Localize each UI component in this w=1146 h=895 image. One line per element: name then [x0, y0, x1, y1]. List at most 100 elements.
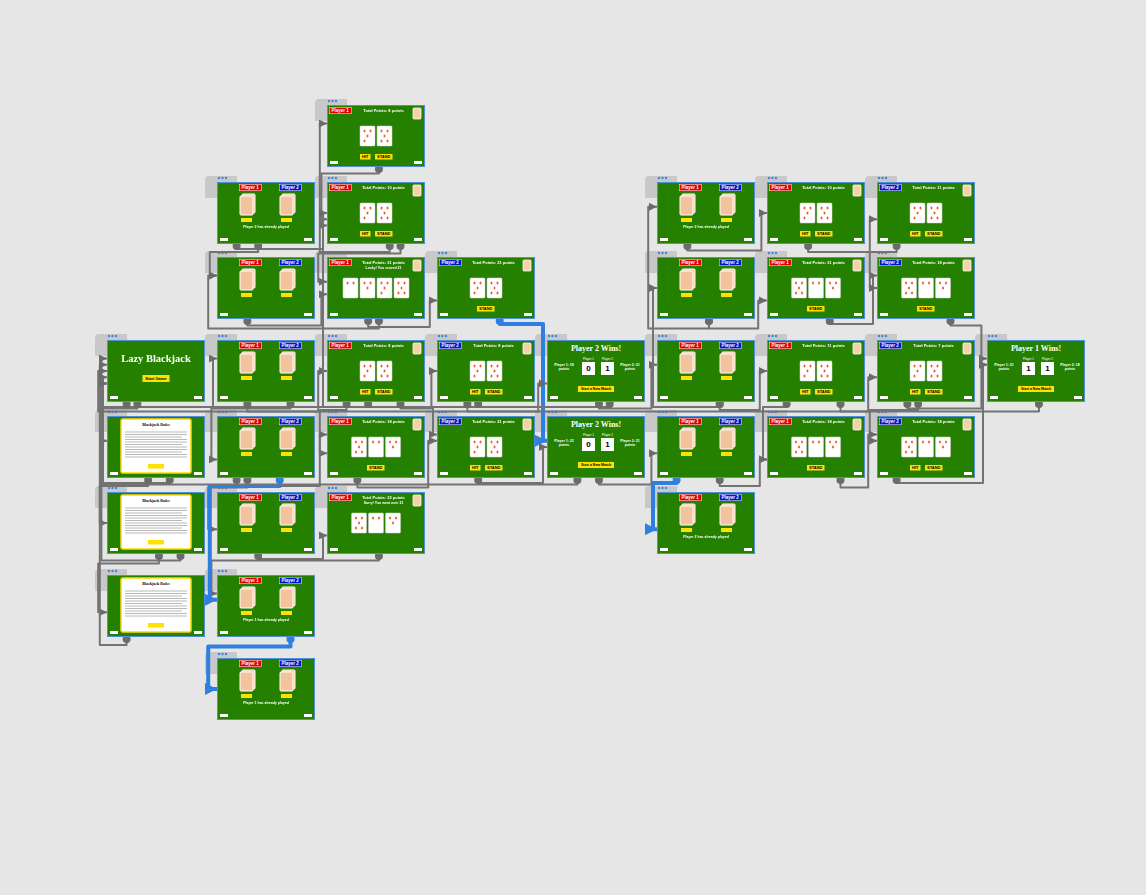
card-pip	[936, 216, 939, 220]
card-pip	[801, 440, 804, 444]
card-pip	[823, 211, 826, 215]
screen-card: Player 1Total Points: 10 pointsHITSTAND	[767, 182, 865, 244]
small-button	[440, 472, 448, 475]
small-button	[110, 548, 118, 551]
player-badge: Player 1	[329, 342, 351, 349]
menu-dot	[115, 335, 117, 337]
deck-button	[281, 611, 292, 615]
card-back	[680, 271, 693, 290]
small-button	[110, 631, 118, 634]
card-pip	[355, 516, 358, 520]
card-face: Blackjack Rules	[107, 416, 205, 478]
small-button	[634, 396, 642, 399]
body-text-line	[125, 591, 187, 592]
rules-button	[148, 623, 164, 628]
deck-button	[721, 528, 732, 532]
card-back	[240, 589, 253, 608]
deck-button	[241, 611, 252, 615]
card-pip	[380, 129, 383, 133]
card-illustration	[107, 340, 205, 402]
stand-button: STAND	[925, 231, 942, 237]
player-badge: Player 1	[769, 342, 791, 349]
card-pip	[369, 206, 372, 210]
card-pip	[372, 440, 375, 444]
screen-card: Player 2Total Points: 7 pointsHITSTAND	[877, 340, 975, 402]
card-pip	[798, 286, 801, 290]
menu-dot	[665, 487, 667, 489]
small-button	[854, 238, 862, 241]
score-digit: 0	[582, 438, 595, 451]
card-face: Player 2 Wins!Player 1Player 201Player 1…	[547, 340, 645, 402]
card-pip	[476, 445, 479, 449]
playing-card	[343, 278, 358, 298]
small-button	[634, 472, 642, 475]
points-summary: Player 2: 18 points	[1056, 363, 1084, 371]
card-pip	[913, 374, 916, 378]
deck-button	[241, 452, 252, 456]
menu-dot	[775, 177, 777, 179]
menu-dot	[548, 335, 550, 337]
playing-card	[919, 278, 934, 298]
card-pip	[939, 440, 942, 444]
card-pip	[916, 211, 919, 215]
small-button	[440, 313, 448, 316]
small-button	[304, 238, 312, 241]
card-face: Player 1Player 2	[217, 416, 315, 478]
small-button	[550, 396, 558, 399]
small-button	[744, 313, 752, 316]
score-header: Player 1	[579, 357, 598, 360]
card-pip	[913, 364, 916, 368]
small-button	[770, 313, 778, 316]
body-text-line	[125, 598, 187, 599]
card-pip	[806, 211, 809, 215]
screen-card: Player 2Total Points: 18 pointsHITSTAND	[877, 416, 975, 478]
card-pip	[380, 139, 383, 143]
screen-card: Player 2 Wins!Player 1Player 201Player 1…	[547, 416, 645, 478]
small-button	[660, 313, 668, 316]
card-pip	[908, 286, 911, 290]
artwork	[550, 472, 642, 475]
deck-button	[281, 293, 292, 297]
artwork	[660, 194, 752, 241]
card-pip	[473, 364, 476, 368]
card-pip	[809, 206, 812, 210]
menu-dot	[995, 335, 997, 337]
artwork	[220, 269, 312, 316]
body-text-line	[125, 442, 187, 443]
card-pip	[795, 291, 798, 295]
hit-button: HIT	[800, 231, 810, 237]
player-badge: Player 2	[879, 342, 901, 349]
body-text-line	[125, 437, 182, 438]
playing-card	[470, 278, 485, 298]
points-label: Total Points: 10 points	[796, 185, 851, 190]
small-button	[110, 472, 118, 475]
screen-card: Player 1Player 2	[217, 492, 315, 554]
card-pip	[936, 364, 939, 368]
small-button	[440, 396, 448, 399]
card-face: Player 1Player 2Player 1 has already pla…	[217, 658, 315, 720]
body-text-line	[125, 603, 182, 604]
card-pip	[835, 281, 838, 285]
hit-button: HIT	[470, 465, 480, 471]
card-back	[720, 506, 733, 525]
deck-icon	[963, 343, 971, 354]
menu-dot	[218, 570, 220, 572]
card-pip	[389, 440, 392, 444]
artwork	[330, 343, 422, 399]
small-button	[304, 313, 312, 316]
body-text-line	[125, 449, 187, 450]
status-message: Player 1 has already played	[237, 618, 295, 622]
playing-card	[826, 437, 841, 457]
small-button	[304, 472, 312, 475]
rules-heading: Blackjack Rules	[121, 423, 191, 428]
card-back	[720, 271, 733, 290]
card-pip	[363, 206, 366, 210]
card-pip	[383, 286, 386, 290]
card-pip	[363, 139, 366, 143]
card-pip	[490, 440, 493, 444]
menu-dot	[768, 335, 770, 337]
artwork	[440, 343, 532, 399]
small-button	[220, 631, 228, 634]
hit-button: HIT	[910, 231, 920, 237]
artwork	[110, 578, 202, 634]
